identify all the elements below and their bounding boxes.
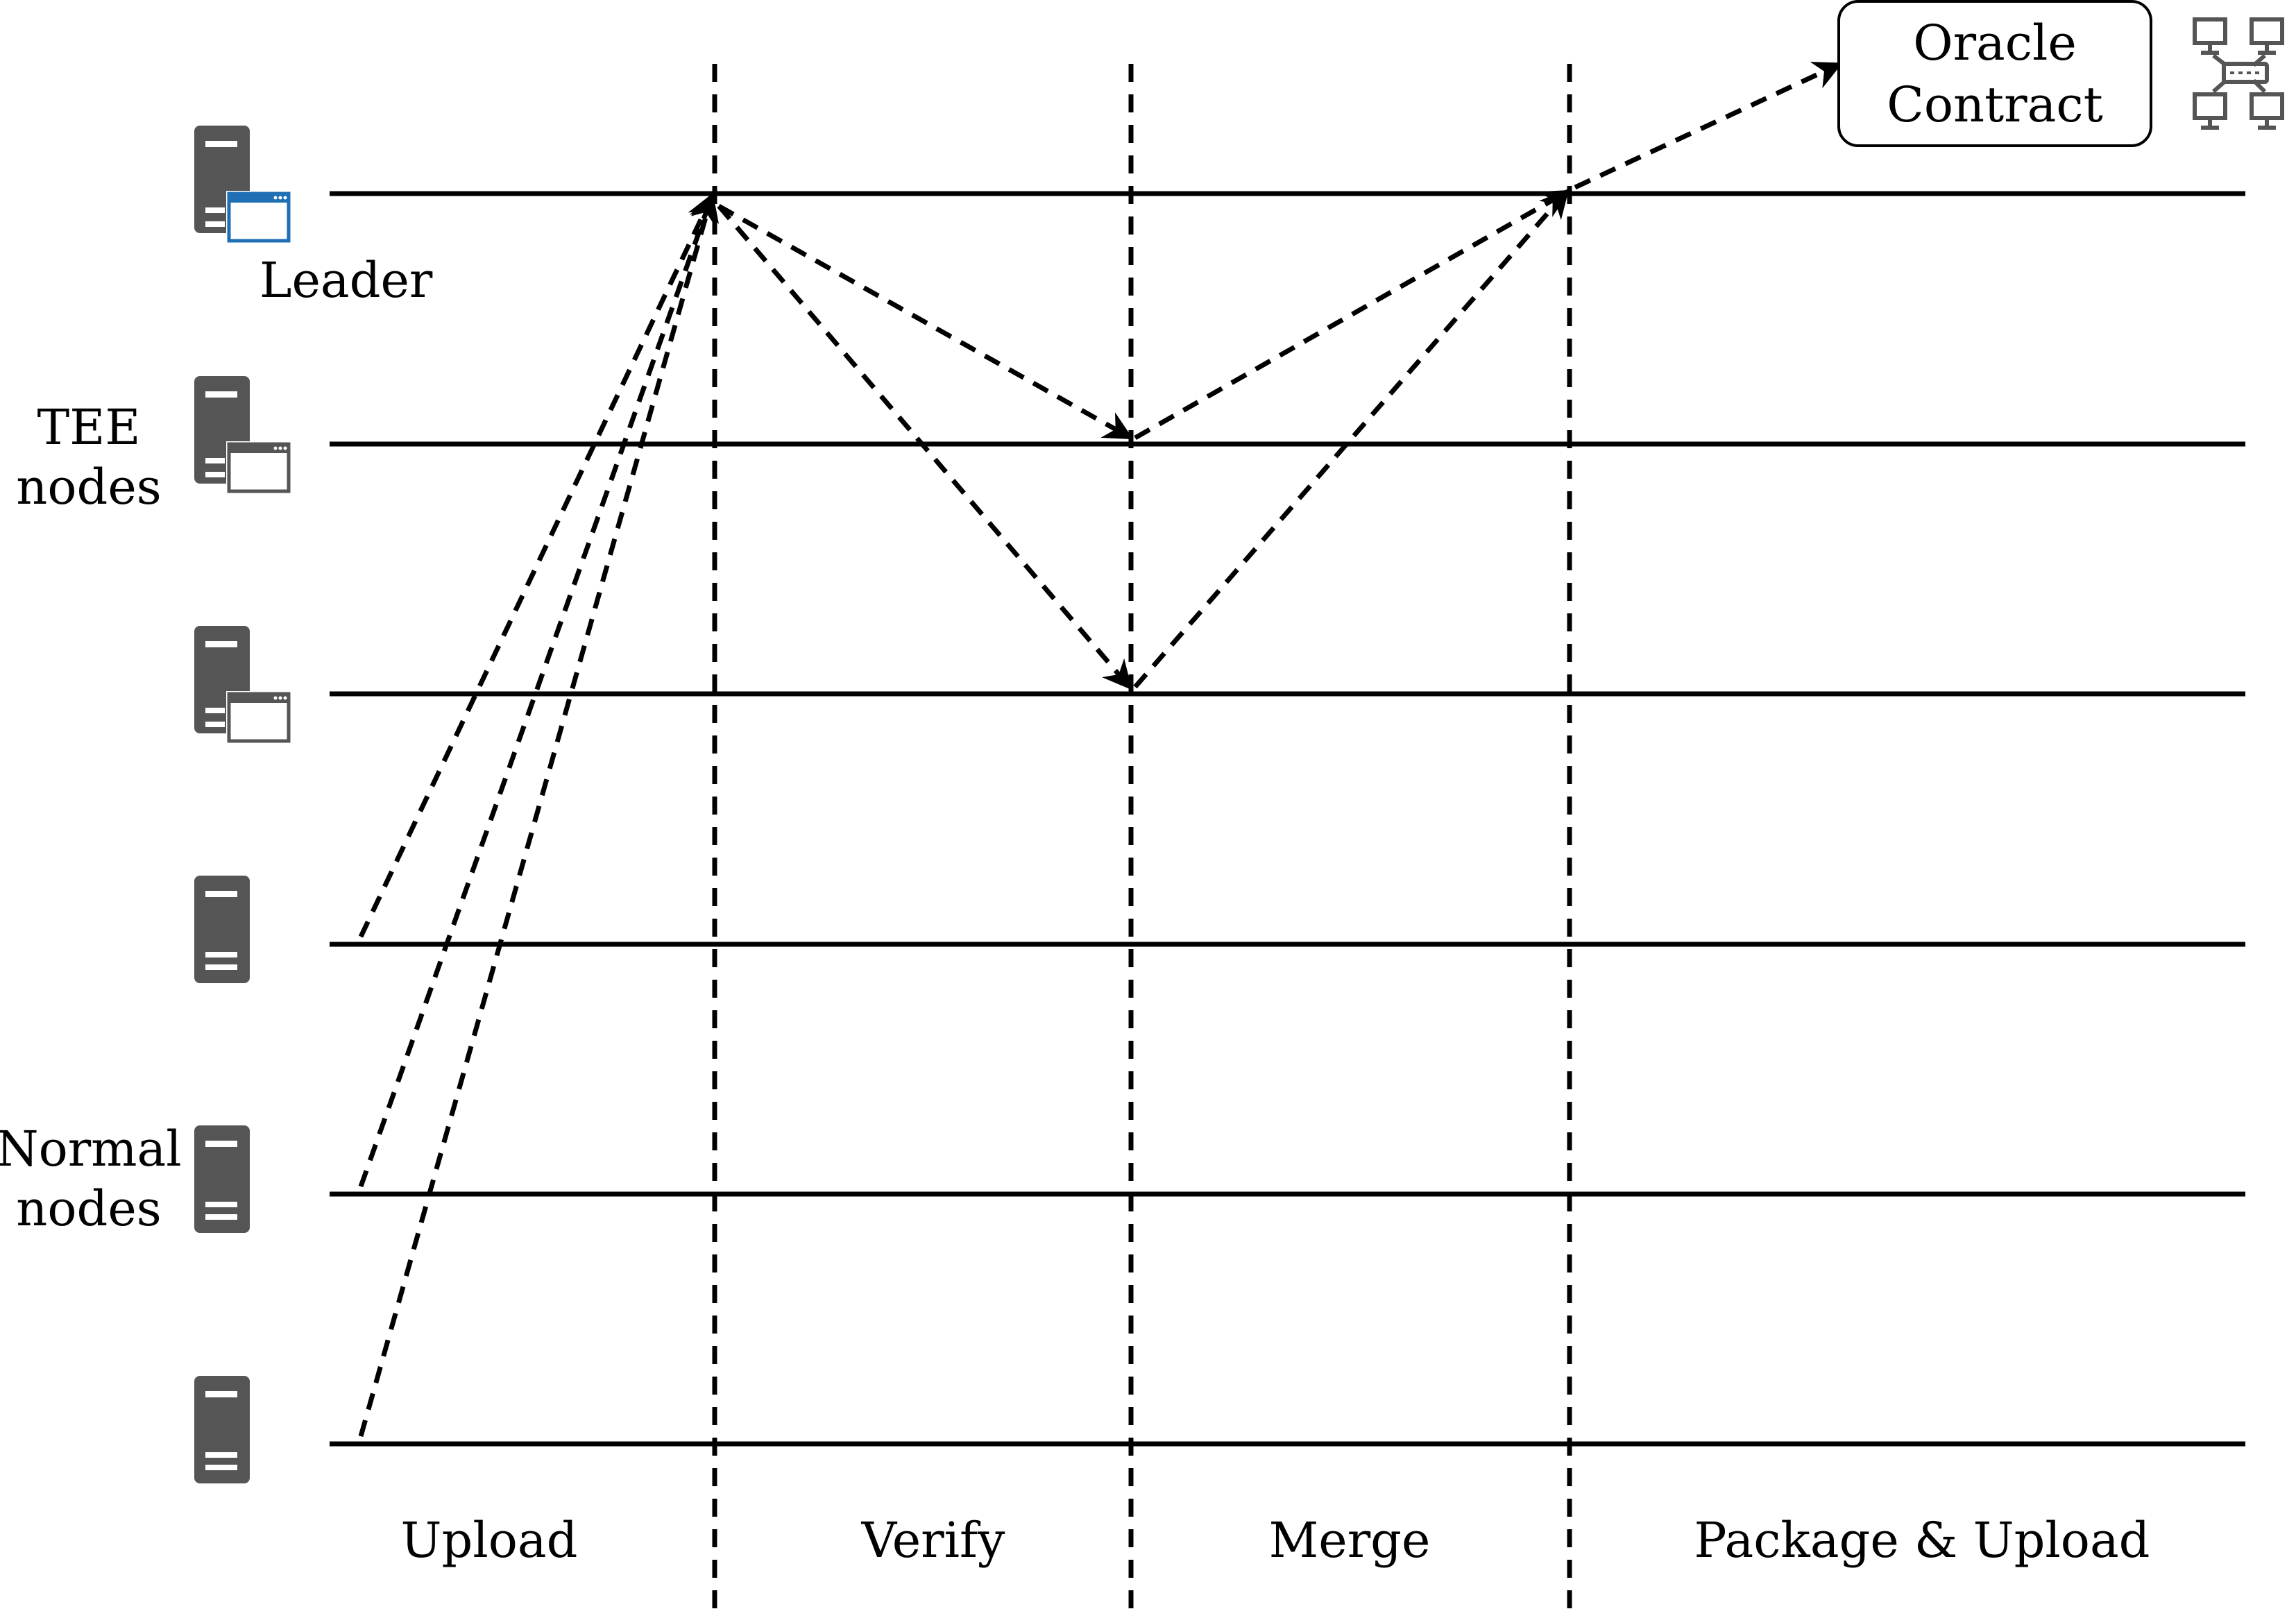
arrow-leader-to-oracle — [1574, 62, 1843, 190]
tee-nodes-label-line1: TEE — [37, 399, 141, 456]
normal-nodes-label-line2: nodes — [16, 1180, 161, 1237]
normal-nodes-label-line1: Normal — [0, 1121, 182, 1177]
leader-tee-server-icon — [194, 126, 291, 244]
node-lanes — [330, 191, 2245, 1447]
arrow-tee2-to-leader — [1134, 189, 1571, 441]
phase-separators — [712, 64, 1572, 1609]
tee-server-icon — [194, 376, 291, 494]
tee-nodes-label-line2: nodes — [16, 459, 161, 516]
network-icon — [2193, 17, 2284, 130]
arrow-normal1-to-leader — [358, 192, 715, 938]
server-icon — [194, 876, 250, 983]
leader-label: Leader — [260, 252, 433, 309]
phase-label-merge: Merge — [1269, 1512, 1431, 1569]
oracle-contract-box: Oracle Contract — [1837, 0, 2152, 147]
arrow-normal3-to-leader — [358, 191, 720, 1437]
node-icons — [194, 126, 291, 1483]
oracle-label-line2: Contract — [1887, 76, 2102, 133]
oracle-label-line1: Oracle — [1913, 15, 2077, 71]
phase-label-upload: Upload — [401, 1512, 578, 1569]
message-arrows — [358, 62, 1843, 1437]
tee-server-icon — [194, 626, 291, 744]
arrow-leader-to-tee3 — [717, 204, 1132, 690]
server-icon — [194, 1125, 250, 1233]
arrow-normal2-to-leader — [358, 192, 717, 1188]
server-icon — [194, 1376, 250, 1483]
arrow-tee3-to-leader — [1133, 188, 1570, 689]
phase-label-verify: Verify — [861, 1512, 1005, 1569]
phase-label-package-upload: Package & Upload — [1694, 1512, 2150, 1569]
arrow-leader-to-tee2 — [717, 203, 1134, 440]
